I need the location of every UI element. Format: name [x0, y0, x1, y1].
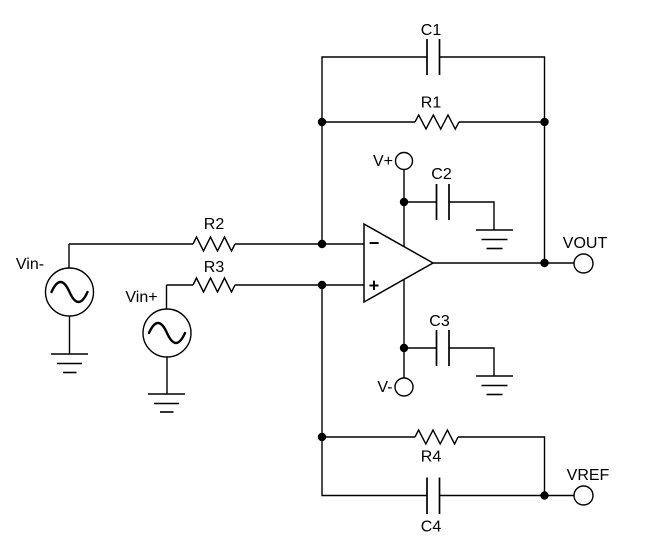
inverting-input-marker: − [369, 233, 380, 253]
junction-dot [540, 491, 549, 500]
label-vin-minus: Vin- [16, 256, 44, 273]
wire-segment [321, 56, 427, 244]
label-r2: R2 [204, 216, 225, 233]
capacitor-c3-icon [435, 330, 450, 366]
label-vref: VREF [567, 467, 610, 484]
capacitor-c2-icon [435, 184, 450, 220]
label-c4: C4 [421, 519, 442, 536]
vplus-supply-branch: V+ C2 [373, 151, 513, 250]
ground-icon [51, 353, 88, 374]
label-vminus: V- [377, 379, 392, 396]
vref-terminal-circle [573, 485, 594, 506]
junction-dot [540, 258, 549, 268]
ground-icon [476, 375, 513, 396]
feedback-network: C1 R1 [317, 22, 549, 263]
vin-plus-source: Vin+ [125, 285, 192, 413]
resistor-r1-zigzag-icon [414, 113, 460, 131]
vminus-terminal-circle [394, 377, 414, 397]
label-vin-plus: Vin+ [125, 289, 157, 306]
non-inverting-input-marker: + [369, 276, 380, 296]
wire-segment [458, 436, 546, 496]
resistor-r2-zigzag-icon [192, 235, 236, 253]
capacitor-c1-icon [426, 39, 441, 75]
label-vplus: V+ [373, 153, 393, 170]
sine-wave-icon [147, 321, 187, 345]
junction-dot [317, 117, 327, 127]
label-r1: R1 [421, 95, 442, 112]
label-r4: R4 [421, 449, 442, 466]
resistor-r4-zigzag-icon [414, 428, 459, 446]
junction-dot [317, 239, 327, 249]
opamp-triangle [363, 222, 435, 304]
vin-minus-source: Vin- [16, 244, 95, 374]
ground-icon [148, 393, 185, 413]
reference-network: R4 C4 VREF [317, 285, 610, 536]
label-c3: C3 [429, 313, 450, 330]
label-c1: C1 [421, 22, 442, 39]
label-vout: VOUT [563, 235, 608, 252]
wire-segment [321, 285, 427, 497]
resistor-r3-zigzag-icon [192, 276, 236, 294]
sine-wave-icon [50, 280, 89, 304]
label-c2: C2 [431, 166, 452, 183]
junction-dot [540, 117, 549, 127]
opamp-symbol: − + [363, 222, 435, 304]
vplus-terminal-circle [394, 151, 414, 171]
output-branch: VOUT [433, 235, 608, 274]
capacitor-c4-icon [426, 477, 441, 514]
vout-terminal-circle [573, 253, 594, 274]
ground-icon [476, 229, 513, 250]
wire-segment [449, 347, 495, 376]
wire-segment [439, 56, 546, 263]
label-r3: R3 [204, 259, 225, 276]
input-network: R2 R3 [69, 216, 364, 294]
wire-segment [449, 201, 495, 230]
vminus-supply-branch: V- C3 [377, 280, 513, 397]
